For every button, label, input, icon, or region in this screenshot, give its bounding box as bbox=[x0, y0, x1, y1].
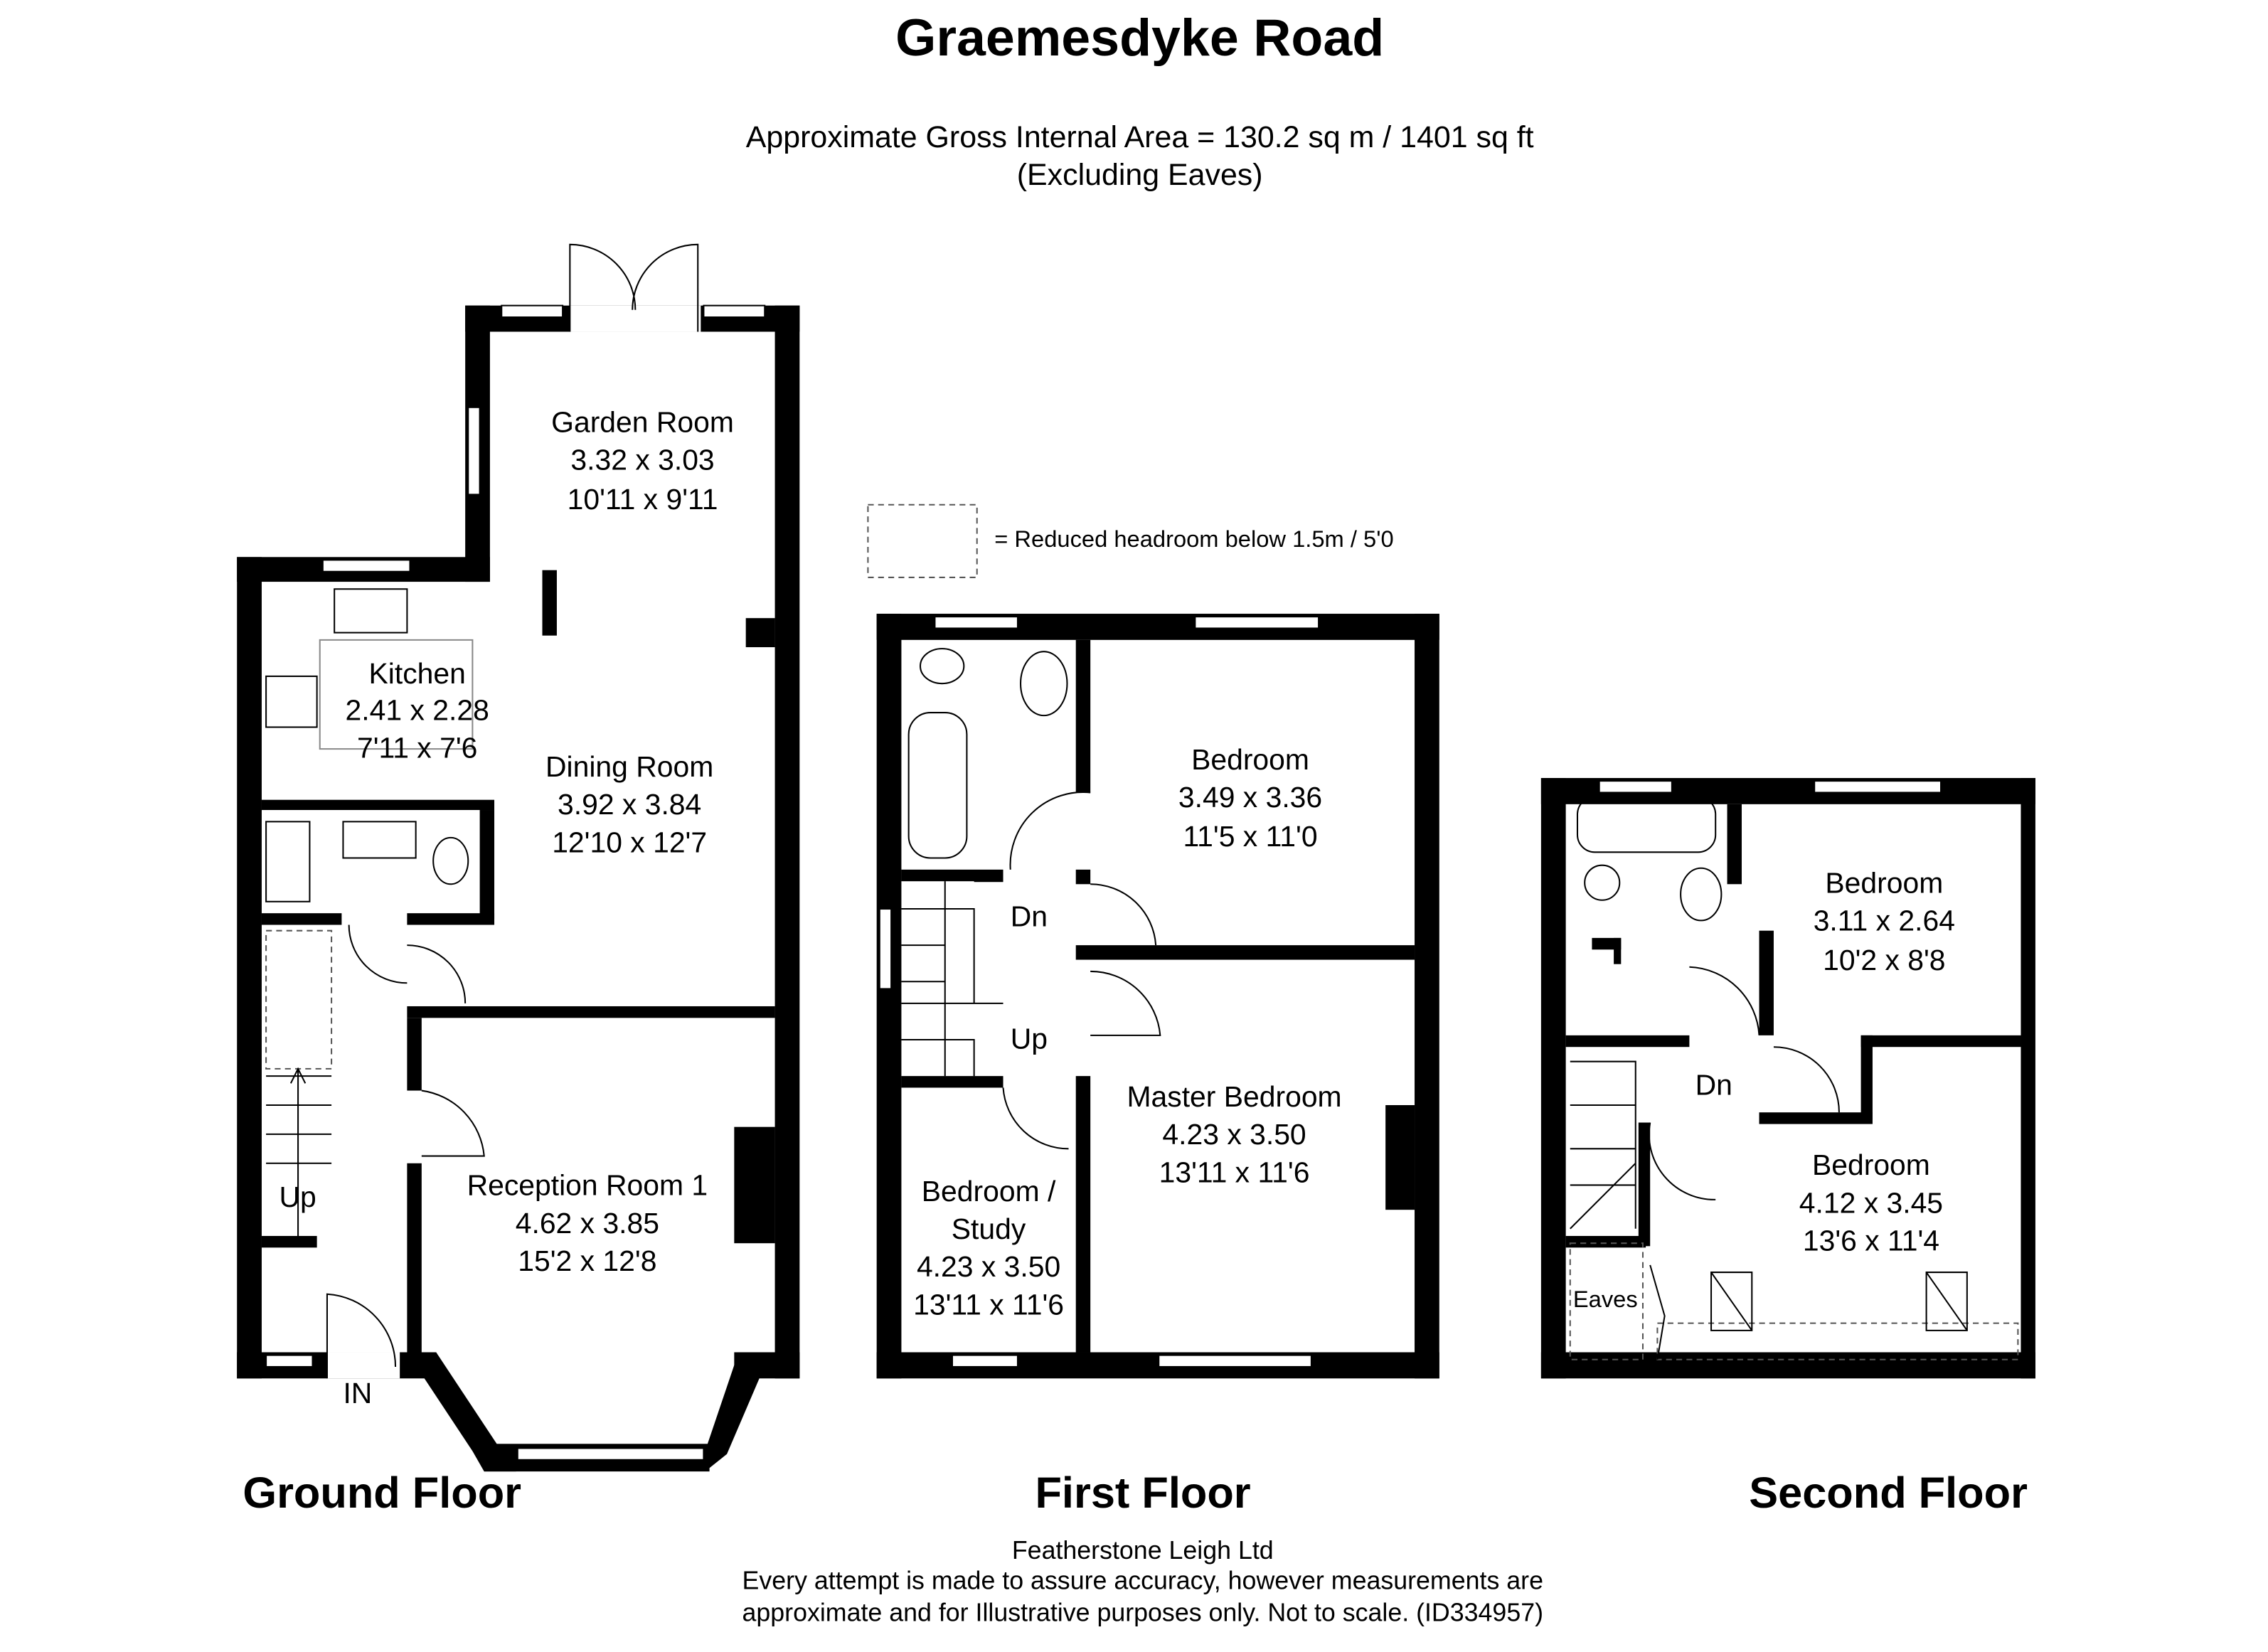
room-garden-room: Garden Room 3.32 x 3.03 10'11 x 9'11 bbox=[551, 406, 734, 516]
first-floor-plan: Bedroom 3.49 x 3.36 11'5 x 11'0 Master B… bbox=[876, 614, 1439, 1517]
ground-floor-plan: Garden Room 3.32 x 3.03 10'11 x 9'11 Kit… bbox=[237, 243, 800, 1517]
second-floor-label: Second Floor bbox=[1749, 1468, 2028, 1517]
area-note: (Excluding Eaves) bbox=[1017, 158, 1263, 192]
room-bedroom-first: Bedroom 3.49 x 3.36 11'5 x 11'0 bbox=[1178, 743, 1322, 853]
svg-text:15'2 x 12'8: 15'2 x 12'8 bbox=[518, 1245, 656, 1277]
svg-text:10'2 x 8'8: 10'2 x 8'8 bbox=[1823, 944, 1945, 976]
svg-text:3.92 x 3.84: 3.92 x 3.84 bbox=[558, 788, 701, 821]
stairs-down-label: Dn bbox=[1011, 900, 1048, 933]
svg-text:Master Bedroom: Master Bedroom bbox=[1127, 1080, 1341, 1113]
ground-floor-label: Ground Floor bbox=[243, 1468, 521, 1517]
eaves-label: Eaves bbox=[1573, 1286, 1638, 1312]
svg-text:10'11 x 9'11: 10'11 x 9'11 bbox=[568, 483, 718, 516]
svg-text:13'6 x 11'4: 13'6 x 11'4 bbox=[1803, 1224, 1939, 1257]
room-kitchen: Kitchen 2.41 x 2.28 7'11 x 7'6 bbox=[346, 657, 489, 764]
second-floor-plan: Bedroom 3.11 x 2.64 10'2 x 8'8 Bedroom 4… bbox=[1540, 778, 2035, 1517]
legend: = Reduced headroom below 1.5m / 5'0 bbox=[867, 503, 1394, 578]
svg-text:4.23 x 3.50: 4.23 x 3.50 bbox=[917, 1250, 1060, 1283]
svg-text:Study: Study bbox=[952, 1213, 1026, 1245]
svg-text:4.23 x 3.50: 4.23 x 3.50 bbox=[1162, 1118, 1306, 1151]
first-floor-label: First Floor bbox=[1035, 1468, 1250, 1517]
page-title: Graemesdyke Road bbox=[895, 8, 1384, 67]
room-master-bedroom: Master Bedroom 4.23 x 3.50 13'11 x 11'6 bbox=[1127, 1080, 1341, 1188]
disclaimer-line-2: approximate and for Illustrative purpose… bbox=[742, 1599, 1543, 1627]
reduced-headroom-swatch bbox=[867, 503, 978, 578]
svg-text:3.49 x 3.36: 3.49 x 3.36 bbox=[1178, 781, 1322, 814]
room-bedroom-second-a: Bedroom 3.11 x 2.64 10'2 x 8'8 bbox=[1814, 867, 1955, 976]
company-name: Featherstone Leigh Ltd bbox=[1012, 1536, 1274, 1565]
legend-text: = Reduced headroom below 1.5m / 5'0 bbox=[994, 526, 1393, 552]
svg-text:3.11 x 2.64: 3.11 x 2.64 bbox=[1814, 905, 1955, 937]
room-reception-room-1: Reception Room 1 4.62 x 3.85 15'2 x 12'8 bbox=[467, 1169, 708, 1277]
svg-text:4.62 x 3.85: 4.62 x 3.85 bbox=[516, 1207, 659, 1240]
svg-text:Bedroom /: Bedroom / bbox=[922, 1175, 1056, 1208]
stairs bbox=[1570, 1060, 1636, 1230]
svg-text:11'5 x 11'0: 11'5 x 11'0 bbox=[1183, 820, 1317, 853]
disclaimer-line-1: Every attempt is made to assure accuracy… bbox=[742, 1567, 1543, 1595]
svg-text:13'11 x 11'6: 13'11 x 11'6 bbox=[1159, 1156, 1310, 1188]
svg-text:13'11 x 11'6: 13'11 x 11'6 bbox=[913, 1288, 1064, 1321]
stairs-up-label: Up bbox=[1011, 1022, 1048, 1055]
svg-text:2.41 x 2.28: 2.41 x 2.28 bbox=[346, 693, 489, 726]
svg-text:Dining Room: Dining Room bbox=[545, 750, 713, 783]
room-bedroom-study: Bedroom / Study 4.23 x 3.50 13'11 x 11'6 bbox=[913, 1175, 1064, 1321]
svg-text:3.32 x 3.03: 3.32 x 3.03 bbox=[570, 444, 714, 476]
svg-text:Bedroom: Bedroom bbox=[1825, 867, 1943, 900]
svg-text:Reception Room 1: Reception Room 1 bbox=[467, 1169, 708, 1202]
svg-text:12'10 x 12'7: 12'10 x 12'7 bbox=[552, 826, 707, 858]
footer: Featherstone Leigh Ltd Every attempt is … bbox=[742, 1536, 1543, 1627]
svg-text:Bedroom: Bedroom bbox=[1812, 1149, 1930, 1181]
stairs bbox=[265, 929, 333, 1236]
stairs-down-label: Dn bbox=[1695, 1069, 1732, 1102]
svg-text:Garden Room: Garden Room bbox=[551, 406, 734, 439]
stairs bbox=[901, 880, 1003, 1077]
room-bedroom-second-b: Bedroom 4.12 x 3.45 13'6 x 11'4 bbox=[1799, 1149, 1943, 1257]
svg-text:7'11 x 7'6: 7'11 x 7'6 bbox=[357, 731, 477, 764]
gross-area: Approximate Gross Internal Area = 130.2 … bbox=[746, 120, 1534, 154]
stairs-up-label: Up bbox=[279, 1181, 316, 1213]
svg-text:4.12 x 3.45: 4.12 x 3.45 bbox=[1799, 1186, 1943, 1219]
entrance-label: IN bbox=[343, 1377, 372, 1409]
svg-text:Bedroom: Bedroom bbox=[1191, 743, 1309, 776]
svg-text:Kitchen: Kitchen bbox=[369, 657, 466, 690]
room-dining-room: Dining Room 3.92 x 3.84 12'10 x 12'7 bbox=[545, 750, 713, 858]
